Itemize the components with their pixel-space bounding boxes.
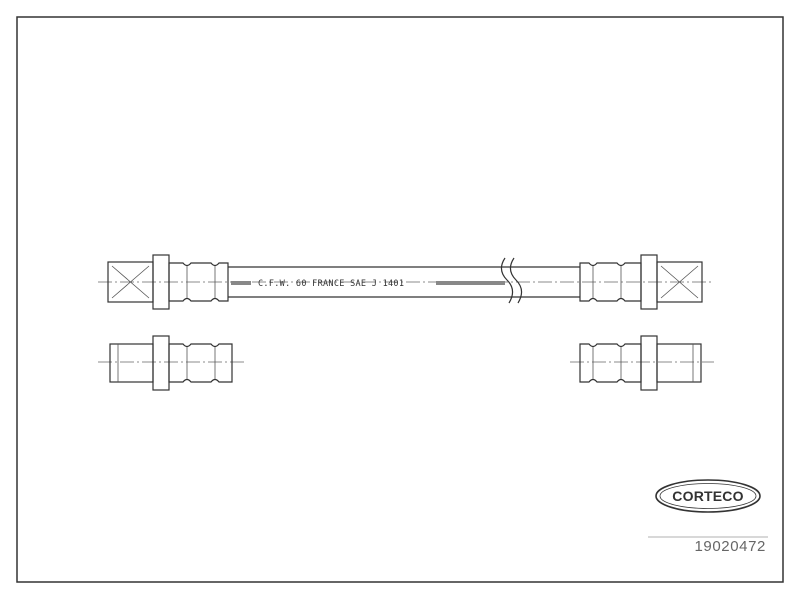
left-fitting (107, 254, 229, 310)
right-hex-nut (656, 261, 703, 303)
corteco-logo: CORTECO (655, 479, 761, 513)
right-detail-collar (640, 335, 658, 391)
logo-text: CORTECO (672, 488, 743, 504)
right-hex-cross-2 (660, 265, 699, 299)
left-detail-collar (152, 335, 170, 391)
left-detail-ferrule (168, 343, 233, 383)
hose-printing: C.F.W. 60 FRANCE SAE J 1401 (258, 279, 404, 289)
drawing-border (16, 16, 784, 583)
hose-body: C.F.W. 60 FRANCE SAE J 1401 (228, 257, 580, 304)
right-fitting-detail (570, 335, 714, 391)
hose-assembly: C.F.W. 60 FRANCE SAE J 1401 (98, 254, 712, 310)
hose-break-symbol (500, 257, 514, 304)
right-fitting (579, 254, 703, 310)
logo-inner-ellipse (659, 483, 757, 509)
right-detail-threaded-end (656, 343, 702, 383)
left-hex-cross-2 (111, 265, 150, 299)
part-number: 19020472 (694, 538, 766, 555)
left-crimp-ferrule (168, 262, 229, 302)
right-detail-ferrule (579, 343, 642, 383)
logo-outer-ellipse (655, 479, 761, 513)
left-detail-threaded-end (109, 343, 154, 383)
left-fitting-detail (98, 335, 245, 391)
part-number-block: 19020472 (648, 536, 768, 555)
hose-break-symbol-2 (509, 257, 523, 304)
